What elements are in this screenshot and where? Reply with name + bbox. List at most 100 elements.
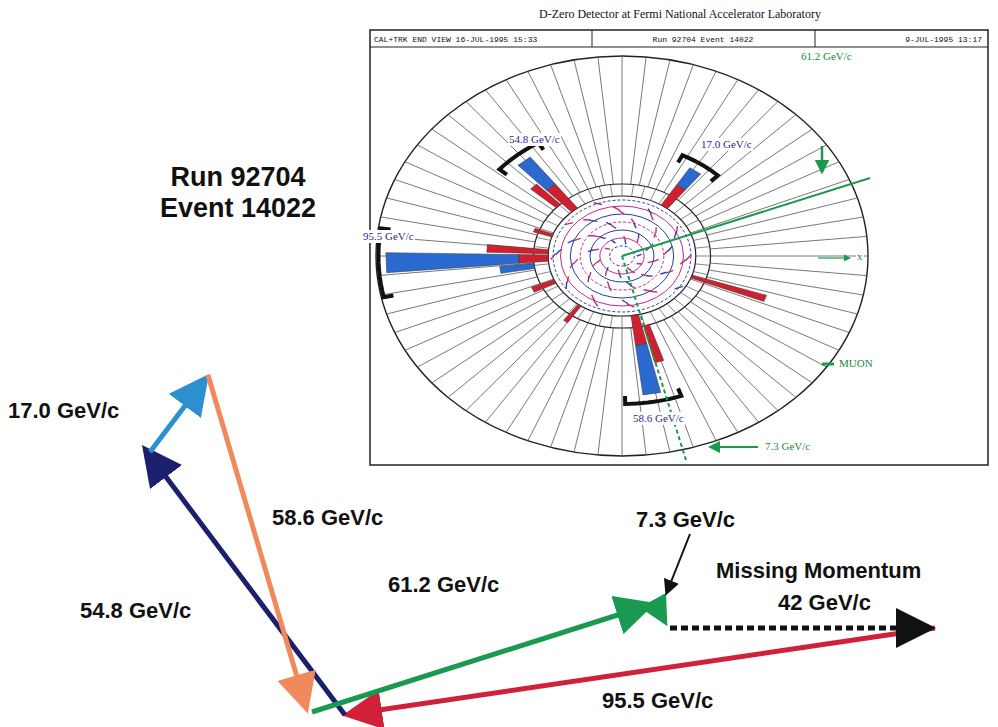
calorimeter-spoke — [506, 319, 580, 432]
neutrino-track — [622, 256, 686, 460]
header-rule — [370, 47, 988, 48]
tracker-hit — [655, 227, 657, 233]
momentum-vector — [208, 375, 305, 704]
calorimeter-spoke — [693, 237, 707, 240]
vector-label: 58.6 GeV/c — [272, 505, 383, 530]
vector-label: 42 GeV/c — [778, 590, 871, 615]
calorimeter-spoke — [610, 185, 612, 197]
tracker-hit — [624, 240, 626, 244]
jet-bracket — [678, 155, 718, 181]
event-id: Run 92704 Event 14022 — [138, 162, 338, 224]
calorimeter-spoke — [552, 212, 564, 219]
tracker-hit — [583, 219, 591, 221]
legend-sample — [822, 363, 834, 366]
tracker-hit — [587, 277, 589, 282]
energy-tower — [691, 275, 767, 301]
tracker-hit — [590, 220, 597, 222]
tracker-hit — [637, 238, 638, 242]
calorimeter-spoke — [700, 290, 839, 350]
tracker-hit — [605, 248, 610, 250]
calorimeter-spoke — [405, 162, 544, 222]
tracker-hit — [606, 222, 612, 225]
tracker-hit — [675, 286, 683, 289]
calorimeter-spoke — [711, 256, 868, 257]
calorimeter-spoke — [681, 212, 693, 219]
tracker-hit — [565, 223, 573, 225]
calorimeter-spoke — [656, 71, 716, 189]
tracker-hit — [627, 304, 634, 307]
vector-label: 17.0 GeV/c — [8, 398, 119, 423]
display-title: D-Zero Detector at Fermi National Accele… — [539, 8, 821, 22]
calorimeter-spoke — [681, 293, 693, 300]
calorimeter-spoke — [650, 189, 656, 200]
momentum-vector — [150, 382, 203, 452]
pointer-arrow — [710, 446, 758, 448]
calorimeter-spoke — [506, 80, 580, 193]
header-cell: Run 92704 Event 14022 — [653, 35, 754, 44]
calorimeter-spoke — [578, 194, 585, 204]
tracker-hit — [619, 274, 621, 278]
calorimeter-spoke — [641, 186, 645, 198]
momentum-vector — [655, 604, 665, 622]
legend-text: MUON — [838, 357, 874, 370]
pointer-arrow — [821, 146, 824, 172]
calorimeter-spoke — [599, 314, 603, 326]
momentum-vector — [148, 453, 345, 715]
calorimeter-spoke — [551, 65, 597, 187]
tracker-hit — [630, 271, 634, 274]
tracker-hit — [611, 240, 615, 243]
header-cell: 9-JUL-1995 13:17 — [905, 35, 982, 44]
tracker-hit — [631, 219, 634, 224]
missing-momentum-vector — [670, 626, 926, 631]
tracker-hit — [622, 300, 628, 304]
tracker-hit — [570, 263, 574, 268]
muon-energy: 61.2 GeV/c — [800, 50, 853, 63]
calorimeter-spoke — [551, 325, 597, 447]
jet-energy: 17.0 GeV/c — [700, 138, 753, 151]
calorimeter-spoke — [559, 298, 569, 306]
calorimeter-spoke — [664, 80, 738, 193]
calorimeter-spoke — [387, 277, 538, 314]
tracker-hit — [589, 272, 591, 277]
calorimeter-spoke — [686, 286, 699, 292]
calorimeter-spoke — [622, 56, 623, 184]
energy-tower — [531, 279, 556, 292]
calorimeter-spoke — [659, 308, 666, 318]
calorimeter-spoke — [610, 315, 612, 327]
calorimeter-spoke — [696, 296, 827, 367]
tracker-hit — [648, 261, 654, 262]
axis-arrow — [818, 257, 850, 258]
tracker-hit — [668, 246, 672, 251]
vector-label: 7.3 GeV/c — [636, 507, 735, 532]
tracker-hit — [556, 249, 561, 254]
calorimeter-spoke — [485, 316, 572, 422]
tracker-hit — [600, 237, 606, 238]
tracker-hit — [686, 255, 691, 261]
tracker-hit — [660, 272, 667, 274]
calorimeter-spoke — [631, 57, 646, 184]
vector-label: Missing Momentum — [716, 558, 921, 583]
tracker-hit — [637, 263, 642, 265]
tracker-hit — [551, 254, 556, 260]
header-cell: CAL+TRK END VIEW 16-JUL-1995 15:33 — [374, 35, 537, 44]
calorimeter-spoke — [648, 65, 694, 187]
tracker-hit — [650, 291, 657, 293]
calorimeter-spoke — [707, 277, 858, 314]
tracker-hit — [644, 290, 651, 291]
tracker-hit — [594, 203, 602, 205]
energy-tower — [500, 264, 535, 274]
calorimeter-spoke — [695, 264, 710, 266]
tracker-hit — [594, 300, 598, 306]
energy-tower — [533, 228, 553, 237]
calorimeter-spoke — [696, 256, 711, 257]
calorimeter-spoke — [588, 189, 594, 200]
tracker-hit — [605, 271, 607, 276]
tracker-hit — [592, 295, 595, 301]
energy-tower — [531, 184, 561, 208]
energy-tower — [519, 255, 549, 264]
tracker-hit — [651, 214, 653, 220]
calorimeter-spoke — [598, 328, 613, 455]
vector-label: 54.8 GeV/c — [80, 598, 191, 623]
tracker-hit — [667, 270, 674, 273]
calorimeter-spoke — [622, 316, 623, 328]
